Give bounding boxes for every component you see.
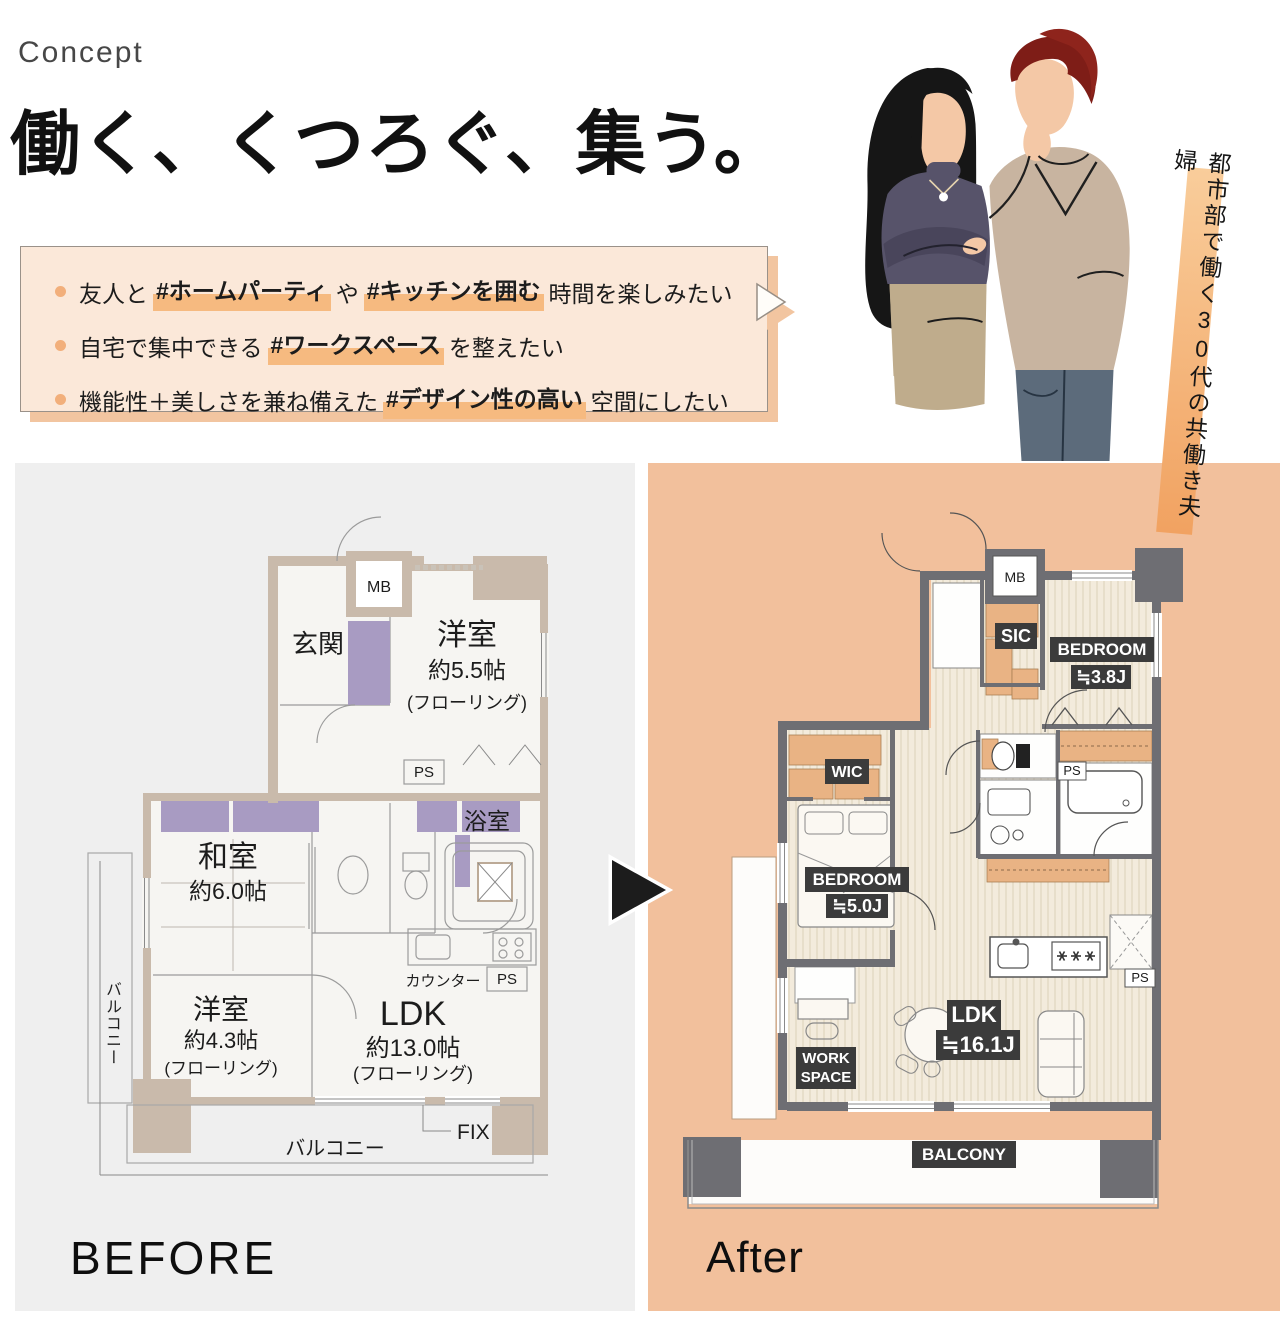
couple-illustration (865, 28, 1130, 461)
svg-text:約13.0帖: 約13.0帖 (366, 1035, 461, 1062)
balcony-left (87, 852, 133, 1104)
after-label-ldk: LDK (951, 1002, 996, 1027)
after-label-sic: SIC (1001, 626, 1031, 646)
svg-text:約4.3帖: 約4.3帖 (184, 1028, 259, 1053)
bullet-2-hashtag-1: #ワークスペース (267, 326, 444, 365)
chair (805, 1022, 839, 1040)
closets-purple (161, 621, 520, 887)
bullet-1-hashtag-1: #ホームパーティ (153, 272, 331, 311)
speech-box-body: 友人と #ホームパーティ や #キッチンを囲む 時間を楽しみたい 自宅で集中でき… (20, 246, 768, 419)
stove-burners-icon (1057, 951, 1095, 961)
persona-ribbon: 都市部で働く30代の共働き夫婦 (1146, 142, 1238, 542)
after-label-ps-top: PS (1063, 763, 1081, 778)
vanity-sink (987, 788, 1031, 816)
before-label-fix: FIX (457, 1121, 490, 1144)
before-panel: MB 玄関 洋室 約5.5帖 (フローリング) PS 浴室 和室 約6.0帖 洋… (15, 463, 635, 1311)
bullet-3-post: 空間にしたい (590, 388, 729, 415)
bullet-1-pre: 友人と (79, 280, 148, 307)
concept-eyebrow: Concept (18, 36, 144, 69)
after-caption: After (706, 1233, 804, 1282)
woman-figure (865, 67, 990, 410)
before-label-bath: 浴室 (464, 808, 510, 834)
concept-bullet-3: 機能性＋美しさを兼ね備えた #デザイン性の高い 空間にしたい (55, 380, 739, 419)
before-label-ps-top: PS (414, 764, 434, 781)
before-after-arrow-icon (608, 854, 674, 926)
after-room-badges (796, 623, 1154, 1168)
after-label-ps-mid: PS (1131, 970, 1149, 985)
before-label-west1: 洋室 (437, 619, 497, 652)
bullet-1-hashtag-2: #キッチンを囲む (363, 272, 544, 311)
balcony-bottom (126, 1104, 534, 1164)
ps-box (1057, 761, 1087, 781)
svg-text:(フローリング): (フローリング) (164, 1059, 277, 1078)
sofa (1037, 1010, 1085, 1098)
speech-bubble-tail-icon (756, 282, 795, 330)
ps-box (486, 966, 528, 992)
after-panel: MB SIC BEDROOM ≒3.8J PS WIC BEDROOM ≒5.0… (648, 463, 1280, 1311)
after-label-bedroom2: BEDROOM (813, 870, 902, 889)
ps-box (403, 759, 445, 785)
bullet-3-pre: 機能性＋美しさを兼ね備えた (79, 388, 378, 415)
concept-speech-box: 友人と #ホームパーティ や #キッチンを囲む 時間を楽しみたい 自宅で集中でき… (20, 246, 795, 422)
man-figure (988, 28, 1130, 461)
svg-text:約6.0帖: 約6.0帖 (189, 878, 267, 904)
kitchen-counter (407, 928, 537, 966)
concept-bullet-1: 友人と #ホームパーティ や #キッチンを囲む 時間を楽しみたい (55, 272, 739, 311)
bullet-dot-icon (55, 286, 66, 297)
after-label-mb: MB (1005, 569, 1026, 585)
before-label-counter: カウンター (405, 973, 480, 990)
bullet-1-mid: や (335, 280, 359, 307)
after-label-bedroom1: BEDROOM (1058, 640, 1147, 659)
svg-text:≒3.8J: ≒3.8J (1076, 667, 1126, 687)
svg-text:SPACE: SPACE (801, 1069, 852, 1086)
before-label-washitsu: 和室 (198, 841, 258, 874)
before-label-ldk: LDK (380, 995, 446, 1033)
after-floorplan: MB SIC BEDROOM ≒3.8J PS WIC BEDROOM ≒5.0… (683, 512, 1183, 1209)
svg-text:約5.5帖: 約5.5帖 (428, 657, 506, 683)
after-label-work: WORK (802, 1050, 850, 1067)
before-floorplan: MB 玄関 洋室 約5.5帖 (フローリング) PS 浴室 和室 約6.0帖 洋… (87, 516, 549, 1176)
concept-bullet-2: 自宅で集中できる #ワークスペース を整えたい (55, 326, 739, 365)
toilet (991, 741, 1015, 771)
page-title: 働く、くつろぐ、集う。 (10, 105, 785, 183)
before-label-west2: 洋室 (193, 994, 249, 1025)
sink (337, 855, 369, 895)
desk (797, 998, 849, 1020)
after-label-balcony: BALCONY (922, 1145, 1007, 1164)
before-label-ps-bottom: PS (497, 971, 517, 988)
before-label-mb: MB (367, 579, 391, 596)
svg-text:(フローリング): (フローリング) (407, 693, 527, 713)
bullet-1-post: 時間を楽しみたい (548, 280, 733, 307)
bullet-dot-icon (55, 340, 66, 351)
after-label-wic: WIC (831, 764, 863, 781)
before-label-balcony-side: バルコニー (103, 981, 120, 1066)
bullet-2-pre: 自宅で集中できる (79, 334, 263, 361)
before-label-genkan: 玄関 (292, 629, 344, 659)
svg-text:≒16.1J: ≒16.1J (941, 1032, 1015, 1057)
bullet-3-hashtag-1: #デザイン性の高い (383, 380, 586, 419)
svg-text:≒5.0J: ≒5.0J (832, 896, 882, 916)
before-label-balcony: バルコニー (285, 1138, 385, 1160)
bullet-dot-icon (55, 394, 66, 405)
persona-vertical-text: 都市部で働く30代の共働き夫婦 (1169, 147, 1232, 522)
svg-text:(フローリング): (フローリング) (353, 1064, 473, 1084)
ps-box (1124, 968, 1156, 988)
before-caption: BEFORE (70, 1232, 278, 1284)
bullet-2-post: を整えたい (448, 334, 564, 361)
